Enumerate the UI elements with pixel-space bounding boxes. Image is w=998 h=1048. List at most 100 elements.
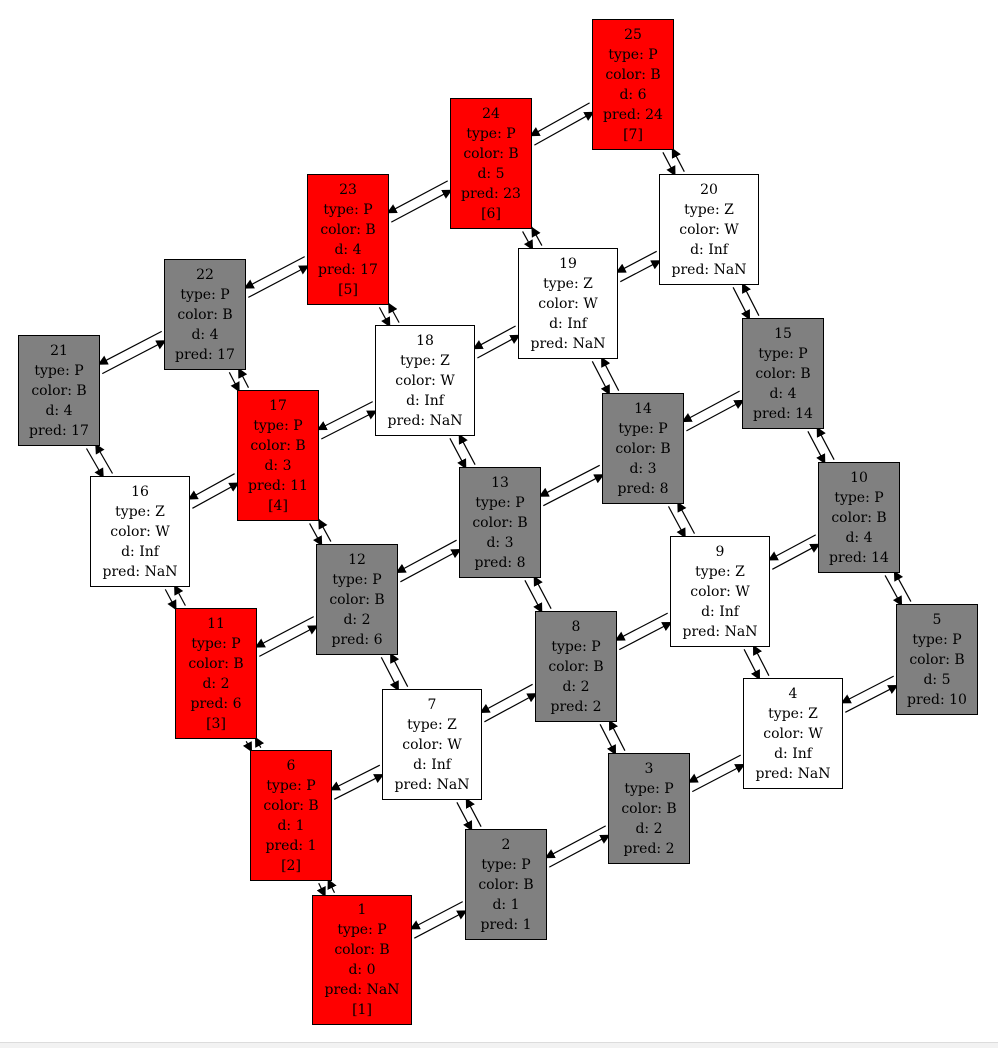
node-id-label: 8 — [571, 618, 581, 635]
node-id-label: 5 — [932, 611, 942, 628]
node-type-label: type: Z — [115, 503, 165, 520]
edge-5-to-10 — [893, 570, 912, 602]
node-id-label: 11 — [207, 615, 225, 632]
node-id-label: 14 — [634, 400, 652, 417]
node-type-label: type: P — [337, 922, 387, 938]
edge-4-to-3 — [687, 754, 741, 784]
node-type-label: type: P — [266, 777, 316, 794]
edge-15-to-14 — [681, 390, 740, 423]
node-pred-label: pred: 8 — [474, 554, 526, 571]
node-d-label: d: Inf — [690, 241, 728, 258]
node-d-label: d: 5 — [923, 671, 951, 688]
node-id-label: 24 — [482, 105, 500, 122]
node-pred-label: pred: 2 — [623, 840, 675, 857]
node-pred-label: pred: NaN — [394, 776, 470, 793]
node-pred-label: pred: 2 — [550, 698, 602, 715]
node-color-label: color: B — [320, 221, 376, 238]
edge-24-to-25 — [534, 111, 595, 146]
edge-18-to-19 — [477, 334, 521, 359]
edge-19-to-20 — [620, 259, 662, 283]
node-color-label: color: B — [605, 66, 661, 83]
node-color-label: color: B — [478, 876, 534, 893]
node-pred-label: pred: 6 — [190, 695, 242, 712]
edge-13-to-8 — [524, 580, 543, 614]
node-type-label: type: P — [551, 638, 601, 655]
node-pred-label: pred: NaN — [671, 261, 747, 278]
node-color-label: color: B — [177, 306, 233, 323]
node-color-label: color: B — [263, 797, 319, 814]
node-color-label: color: B — [31, 382, 87, 399]
node-id-label: 13 — [491, 474, 509, 491]
edge-10-to-9 — [767, 534, 816, 562]
edge-20-to-25 — [671, 147, 685, 172]
edge-22-to-23 — [248, 264, 310, 298]
node-id-label: 4 — [788, 685, 798, 702]
node-type-label: type: P — [758, 345, 808, 362]
node-d-label: d: 4 — [191, 326, 219, 343]
node-d-label: d: 6 — [619, 86, 647, 103]
node-d-label: d: Inf — [413, 756, 451, 773]
edge-9-to-14 — [676, 501, 696, 534]
node-d-label: d: Inf — [701, 603, 739, 620]
node-color-label: color: B — [909, 651, 965, 668]
edge-17-to-12 — [309, 523, 323, 547]
node-type-label: type: P — [323, 201, 373, 218]
node-pred-label: pred: 14 — [753, 405, 813, 422]
node-type-label: type: P — [834, 489, 884, 506]
edge-21-to-22 — [102, 339, 167, 375]
edge-13-to-18 — [458, 433, 476, 465]
edge-5-to-4 — [840, 675, 894, 704]
edge-16-to-17 — [192, 481, 240, 509]
edge-11-to-12 — [259, 624, 319, 657]
edge-19-to-14 — [591, 361, 611, 396]
node-d-label: d: Inf — [121, 543, 159, 560]
edge-22-to-17 — [228, 372, 241, 393]
node-color-label: color: B — [755, 365, 811, 382]
edge-20-to-15 — [732, 287, 751, 321]
node-type-label: type: Z — [695, 563, 745, 580]
node-id-label: 17 — [269, 397, 287, 414]
edge-8-to-9 — [619, 621, 673, 651]
node-id-label: 25 — [624, 26, 642, 43]
node-type-label: type: P — [481, 856, 531, 873]
node-d-label: d: 5 — [477, 165, 505, 182]
node-id-label: 7 — [427, 696, 437, 713]
edge-10-to-15 — [816, 426, 835, 460]
node-id-label: 16 — [131, 483, 149, 500]
edge-23-to-24 — [391, 189, 453, 223]
edge-19-to-24 — [530, 226, 543, 246]
node-d-label: d: 4 — [769, 385, 797, 402]
node-type-label: type: P — [180, 286, 230, 303]
edge-6-to-7 — [333, 773, 385, 800]
node-d-label: d: 3 — [264, 457, 292, 474]
node-type-label: type: P — [624, 780, 674, 797]
node-pred-label: pred: NaN — [755, 765, 831, 782]
edge-4-to-5 — [845, 684, 899, 713]
node-order-label: [5] — [338, 281, 358, 298]
node-id-label: 12 — [348, 551, 366, 568]
node-color-label: color: W — [763, 725, 823, 742]
node-d-label: d: 2 — [202, 675, 230, 692]
node-order-label: [2] — [281, 857, 301, 874]
node-order-label: [6] — [481, 205, 501, 222]
edge-17-to-18 — [321, 409, 378, 440]
edge-7-to-8 — [484, 692, 538, 723]
edge-12-to-7 — [380, 657, 400, 692]
node-pred-label: pred: NaN — [387, 412, 463, 429]
node-d-label: d: 1 — [277, 817, 305, 834]
edge-18-to-17 — [316, 401, 373, 431]
edge-1-to-2 — [414, 909, 468, 939]
